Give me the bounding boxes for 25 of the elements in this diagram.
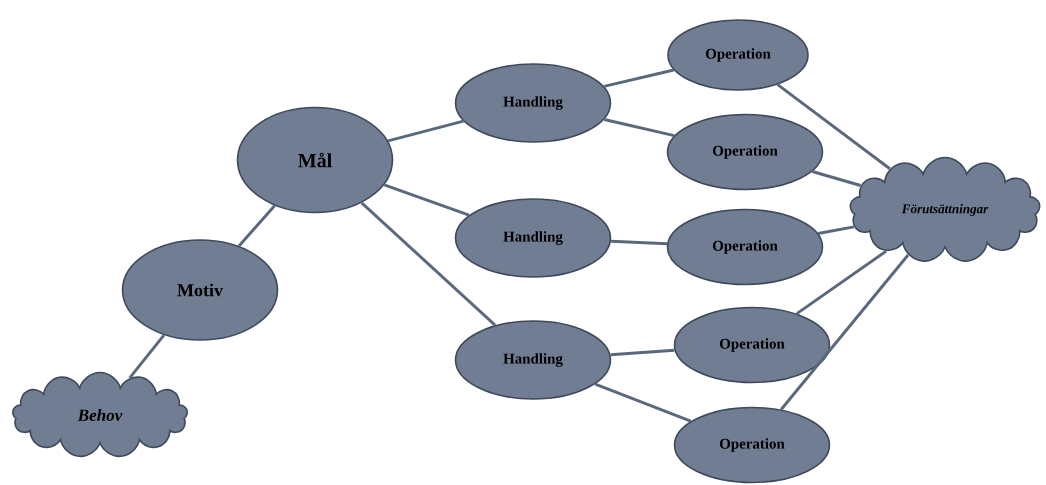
connector-line <box>128 334 166 379</box>
connector-line <box>603 118 675 138</box>
connector-line <box>817 225 855 235</box>
connector-line <box>383 183 470 217</box>
ellipse-node: Operation <box>673 406 831 484</box>
connector-line <box>387 119 464 143</box>
ellipse-node: Operation <box>666 208 824 286</box>
connector-line <box>796 249 888 315</box>
connector-line <box>776 83 891 170</box>
ellipse-node: Operation <box>673 306 831 384</box>
connector-line <box>603 68 675 88</box>
ellipse-node: Operation <box>667 19 809 91</box>
connector-line <box>360 201 497 327</box>
connector-line <box>811 170 861 187</box>
ellipse-node: Motiv <box>121 239 279 341</box>
connector-line <box>237 204 276 247</box>
connector-line <box>594 382 692 423</box>
connector-line <box>610 239 668 246</box>
connector-line <box>610 348 675 357</box>
ellipse-node: Handling <box>454 63 612 143</box>
ellipse-node: Handling <box>454 198 612 278</box>
ellipse-node: Handling <box>454 320 612 400</box>
connector-line <box>780 254 910 411</box>
ellipse-node: Mål <box>236 106 394 214</box>
ellipse-node: Operation <box>666 113 824 191</box>
